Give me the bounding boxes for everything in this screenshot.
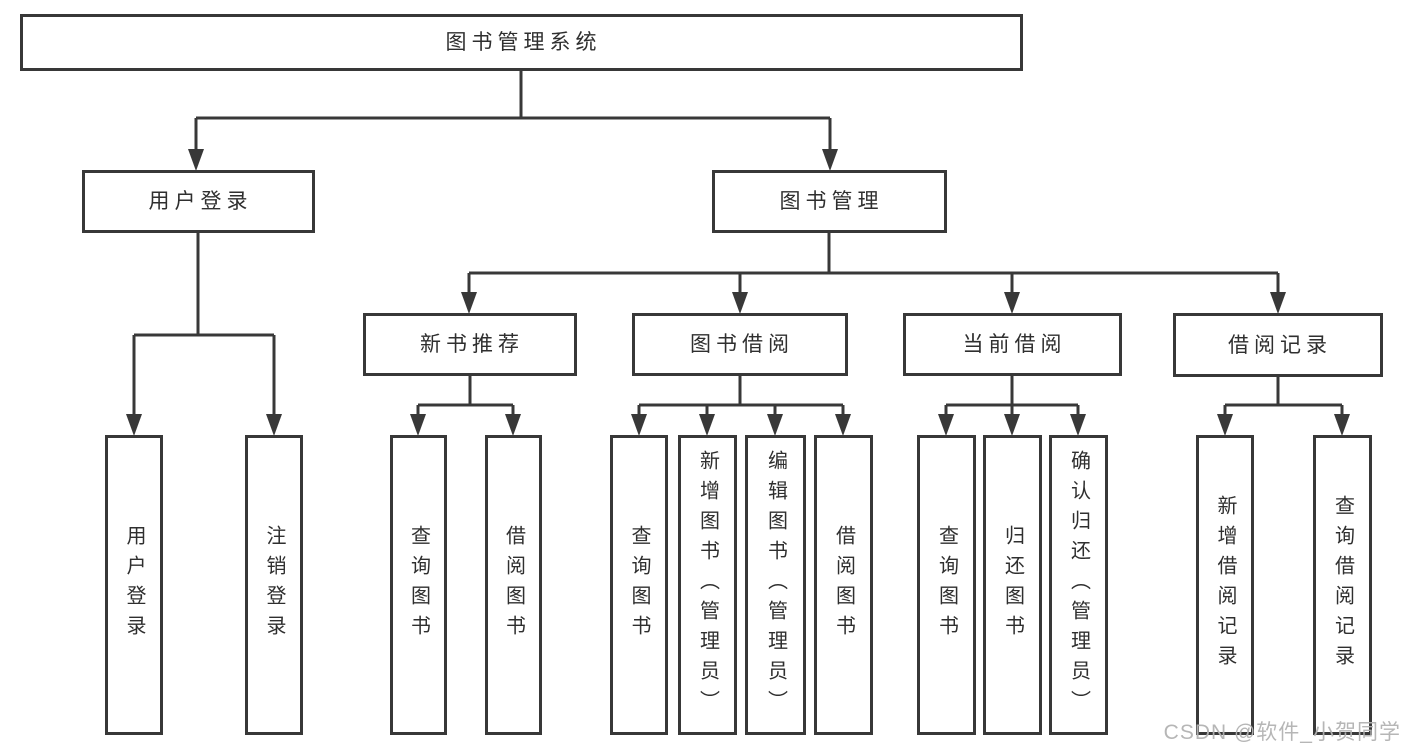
leaf-user-login-label: 用户登录 bbox=[123, 525, 145, 645]
leaf-borrow-books-label: 借阅图书 bbox=[832, 525, 855, 645]
leaf-add-books-admin: 新增图书（管理员） bbox=[678, 435, 737, 735]
csdn-watermark: CSDN @软件_小贺同学 bbox=[1163, 721, 1401, 744]
node-book-management: 图书管理 bbox=[712, 170, 947, 233]
leaf-return-books: 归还图书 bbox=[983, 435, 1042, 735]
leaf-query-books-borrow-label: 查询图书 bbox=[628, 525, 650, 645]
leaf-query-borrow-record-label: 查询借阅记录 bbox=[1331, 495, 1354, 675]
connector-user-login-branch bbox=[132, 233, 276, 416]
leaf-confirm-return-admin: 确认归还（管理员） bbox=[1049, 435, 1108, 735]
leaf-borrow-books: 借阅图书 bbox=[814, 435, 873, 735]
leaf-logout-label: 注销登录 bbox=[263, 525, 285, 645]
node-user-login: 用户登录 bbox=[82, 170, 315, 233]
node-current-borrow-label: 当前借阅 bbox=[962, 333, 1067, 356]
node-new-book-recommend-label: 新书推荐 bbox=[420, 333, 524, 356]
leaf-query-books-recommend: 查询图书 bbox=[390, 435, 447, 735]
leaf-borrow-books-recommend-label: 借阅图书 bbox=[502, 525, 525, 645]
node-root-label: 图书管理系统 bbox=[445, 31, 602, 54]
connector-borrow-records-branch bbox=[1223, 377, 1344, 416]
leaf-query-books-current-label: 查询图书 bbox=[935, 525, 958, 645]
connector-current-borrow-branch bbox=[944, 376, 1080, 416]
leaf-return-books-label: 归还图书 bbox=[1001, 525, 1024, 645]
node-root-library-system: 图书管理系统 bbox=[20, 14, 1023, 71]
node-borrow-records-label: 借阅记录 bbox=[1228, 333, 1332, 357]
leaf-confirm-return-admin-label: 确认归还（管理员） bbox=[1067, 450, 1090, 720]
node-borrow-records: 借阅记录 bbox=[1173, 313, 1383, 377]
node-book-borrow: 图书借阅 bbox=[632, 313, 848, 376]
leaf-logout: 注销登录 bbox=[245, 435, 303, 735]
leaf-edit-books-admin: 编辑图书（管理员） bbox=[745, 435, 806, 735]
connector-root-to-level2 bbox=[194, 71, 832, 151]
leaf-add-borrow-record: 新增借阅记录 bbox=[1196, 435, 1254, 735]
node-book-borrow-label: 图书借阅 bbox=[690, 333, 794, 356]
leaf-borrow-books-recommend: 借阅图书 bbox=[485, 435, 542, 735]
leaf-query-books-current: 查询图书 bbox=[917, 435, 976, 735]
node-book-management-label: 图书管理 bbox=[779, 190, 884, 213]
connector-new-book-branch bbox=[416, 376, 515, 416]
node-user-login-label: 用户登录 bbox=[148, 190, 253, 213]
leaf-query-borrow-record: 查询借阅记录 bbox=[1313, 435, 1372, 735]
leaf-query-books-recommend-label: 查询图书 bbox=[407, 525, 430, 645]
leaf-add-borrow-record-label: 新增借阅记录 bbox=[1214, 495, 1236, 675]
leaf-add-books-admin-label: 新增图书（管理员） bbox=[696, 450, 719, 720]
node-new-book-recommend: 新书推荐 bbox=[363, 313, 577, 376]
node-current-borrow: 当前借阅 bbox=[903, 313, 1122, 376]
leaf-edit-books-admin-label: 编辑图书（管理员） bbox=[764, 450, 787, 720]
leaf-query-books-borrow: 查询图书 bbox=[610, 435, 668, 735]
connector-book-borrow-branch bbox=[637, 376, 845, 416]
leaf-user-login: 用户登录 bbox=[105, 435, 163, 735]
connector-book-management-branch bbox=[467, 233, 1280, 294]
